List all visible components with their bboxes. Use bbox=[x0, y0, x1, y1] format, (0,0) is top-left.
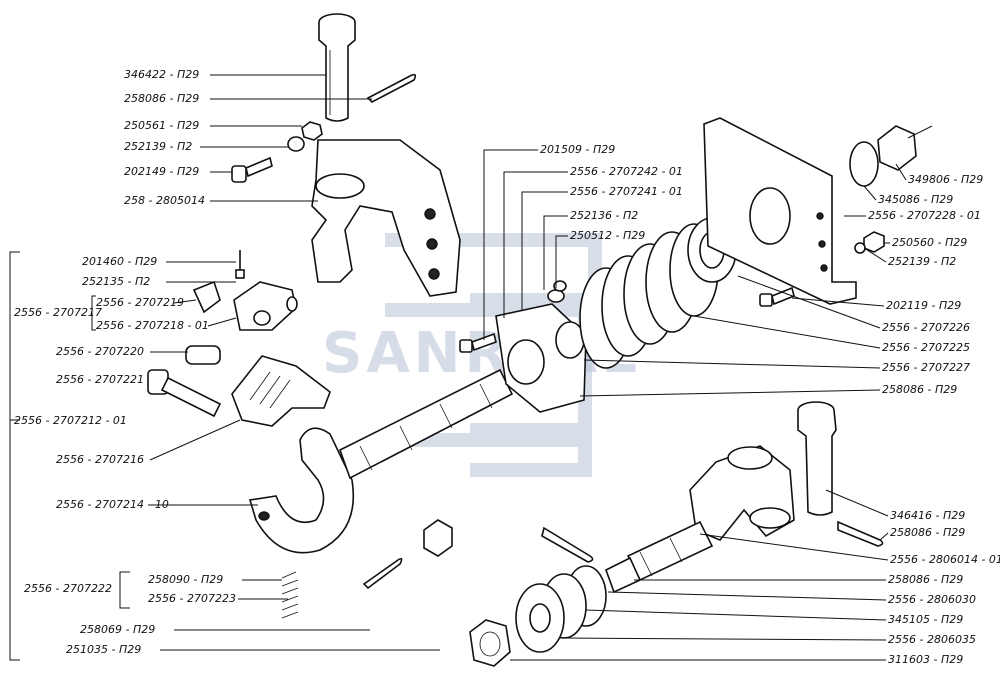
cotter-pin-right bbox=[837, 520, 884, 547]
label-311603: 311603 - П29 bbox=[888, 653, 963, 666]
cotter-pin-lower-left bbox=[541, 526, 594, 563]
label-2707219: 2556 - 2707219 bbox=[96, 296, 184, 309]
label-250560: 250560 - П29 bbox=[892, 236, 967, 249]
label-201460: 201460 - П29 bbox=[82, 255, 157, 268]
label-346422: 346422 - П29 bbox=[124, 68, 199, 81]
lock-plate bbox=[192, 280, 221, 314]
label-2707222: 2556 - 2707222 bbox=[24, 582, 112, 595]
label-258069: 258069 - П29 bbox=[80, 623, 155, 636]
label-201509: 201509 - П29 bbox=[540, 143, 615, 156]
label-252139-right: 252139 - П2 bbox=[888, 255, 956, 268]
label-345086: 345086 - П29 bbox=[878, 193, 953, 206]
cotter-pin-bottom bbox=[362, 557, 403, 590]
label-202149: 202149 - П29 bbox=[124, 165, 199, 178]
label-2707225: 2556 - 2707225 bbox=[882, 341, 970, 354]
label-2707216: 2556 - 2707216 bbox=[56, 453, 144, 466]
label-2806035: 2556 - 2806035 bbox=[888, 633, 976, 646]
label-2707220: 2556 - 2707220 bbox=[56, 345, 144, 358]
label-2707226: 2556 - 2707226 bbox=[882, 321, 970, 334]
bolt-left bbox=[231, 156, 273, 183]
label-2707223: 2556 - 2707223 bbox=[148, 592, 236, 605]
label-345105: 345105 - П29 bbox=[888, 613, 963, 626]
castle-nut-small bbox=[423, 519, 453, 557]
label-349806: 349806 - П29 bbox=[908, 173, 983, 186]
label-258086-right: 258086 - П29 bbox=[882, 383, 957, 396]
hook-shaft bbox=[248, 368, 514, 554]
pin-top bbox=[318, 13, 356, 122]
bolt-long bbox=[147, 369, 222, 418]
nut-right-top bbox=[849, 125, 917, 187]
nut-top bbox=[287, 121, 323, 152]
clamp-block bbox=[495, 303, 587, 413]
label-2805014: 258 - 2805014 bbox=[124, 194, 205, 207]
label-2707214: 2556 - 2707214 - 10 bbox=[56, 498, 169, 511]
label-202119: 202119 - П29 bbox=[886, 299, 961, 312]
small-screw bbox=[235, 250, 245, 279]
small-bolt-center bbox=[459, 332, 497, 353]
leader-lines bbox=[9, 74, 933, 661]
label-2707242: 2556 - 2707242 - 01 bbox=[570, 165, 683, 178]
label-2707221: 2556 - 2707221 bbox=[56, 373, 144, 386]
label-2707228: 2556 - 2707228 - 01 bbox=[868, 209, 981, 222]
label-2707227: 2556 - 2707227 bbox=[882, 361, 970, 374]
washer-pair bbox=[547, 280, 567, 303]
label-258086-pin: 258086 - П29 bbox=[890, 526, 965, 539]
label-258086-bottom: 258086 - П29 bbox=[888, 573, 963, 586]
bolt-right bbox=[759, 286, 795, 307]
label-252135: 252135 - П2 bbox=[82, 275, 150, 288]
label-2806030: 2556 - 2806030 bbox=[888, 593, 976, 606]
label-250512: 250512 - П29 bbox=[570, 229, 645, 242]
label-2707241: 2556 - 2707241 - 01 bbox=[570, 185, 683, 198]
label-252139-left: 252139 - П2 bbox=[124, 140, 192, 153]
mounting-plate bbox=[703, 117, 857, 305]
label-251035: 251035 - П29 bbox=[66, 643, 141, 656]
bushing-small bbox=[185, 345, 221, 365]
label-258090: 258090 - П29 bbox=[148, 573, 223, 586]
washer-stack bbox=[515, 565, 607, 653]
spring-small bbox=[281, 571, 299, 619]
clevis-bracket bbox=[311, 139, 461, 297]
label-2707217: 2556 - 2707217 bbox=[14, 306, 102, 319]
label-2806014: 2556 - 2806014 - 01 bbox=[890, 553, 1000, 566]
label-346416: 346416 - П29 bbox=[890, 509, 965, 522]
cotter-pin-top bbox=[366, 73, 417, 103]
label-252136: 252136 - П2 bbox=[570, 209, 638, 222]
small-nut-right bbox=[854, 231, 885, 254]
label-250561: 250561 - П29 bbox=[124, 119, 199, 132]
clevis-bottom bbox=[626, 445, 795, 582]
castle-nut-large bbox=[469, 619, 511, 667]
cam-housing bbox=[231, 355, 331, 427]
label-2707218: 2556 - 2707218 - 01 bbox=[96, 319, 209, 332]
socket-block bbox=[233, 281, 298, 331]
pin-bottom bbox=[797, 401, 837, 516]
label-258086-top: 258086 - П29 bbox=[124, 92, 199, 105]
labels: 346422 - П29 258086 - П29 250561 - П29 2… bbox=[14, 68, 1000, 666]
label-2707212: 2556 - 2707212 - 01 bbox=[14, 414, 127, 427]
